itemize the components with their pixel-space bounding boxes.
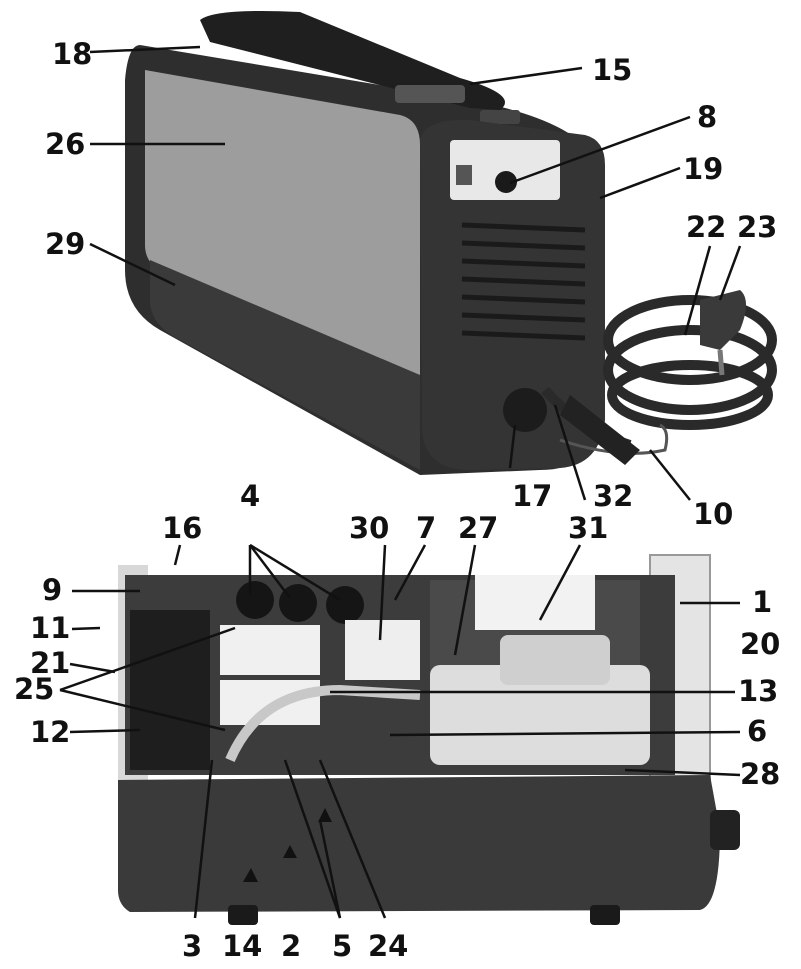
compressor	[430, 665, 650, 765]
capacitor	[279, 584, 317, 622]
base-tray	[118, 775, 720, 912]
indicator-lamp	[456, 165, 472, 185]
callout-24: 24	[368, 929, 409, 963]
callout-21: 21	[30, 646, 71, 680]
torch-connector	[503, 388, 547, 432]
open-chassis	[118, 554, 740, 925]
cooling-fan	[130, 610, 210, 770]
leader-arrows	[243, 808, 332, 882]
callout-20: 20	[740, 627, 781, 661]
callout-27: 27	[458, 511, 499, 545]
callout-14: 14	[222, 929, 263, 963]
air-hose	[225, 684, 421, 763]
callout-15: 15	[592, 53, 633, 87]
callout-2: 2	[281, 929, 302, 963]
compressor-fins	[500, 635, 610, 685]
base-band	[150, 260, 420, 470]
callout-18: 18	[52, 37, 93, 71]
handle-clip	[480, 110, 520, 124]
callout-22: 22	[686, 210, 727, 244]
callout-10: 10	[693, 497, 734, 531]
callout-28: 28	[740, 757, 781, 791]
pcb-component	[475, 575, 595, 630]
callout-1: 1	[752, 585, 773, 619]
callout-11: 11	[30, 611, 71, 645]
foot	[590, 905, 620, 925]
control-plate	[450, 140, 560, 200]
capacitor	[326, 586, 364, 624]
callout-8: 8	[697, 100, 718, 134]
callout-17: 17	[512, 479, 553, 513]
callout-5: 5	[332, 929, 353, 963]
torch-head	[700, 290, 746, 350]
ground-cable	[559, 423, 669, 455]
front-face	[420, 119, 605, 471]
callout-32: 32	[593, 479, 634, 513]
callout-13: 13	[738, 674, 779, 708]
callout-30: 30	[349, 511, 390, 545]
callout-6: 6	[747, 714, 768, 748]
front-vents	[461, 222, 586, 341]
rear-grommet	[710, 810, 740, 850]
callout-7: 7	[416, 511, 437, 545]
callout-4: 4	[240, 479, 261, 513]
side-panel	[145, 70, 420, 380]
foot	[228, 905, 258, 925]
leader-lines	[59, 45, 742, 919]
handle-latch	[395, 85, 465, 103]
callout-3: 3	[182, 929, 203, 963]
callout-12: 12	[30, 715, 71, 749]
callout-19: 19	[683, 152, 724, 186]
callout-29: 29	[45, 227, 86, 261]
callout-31: 31	[568, 511, 609, 545]
control-knob[interactable]	[495, 171, 517, 193]
callout-23: 23	[737, 210, 778, 244]
heatsink-block	[220, 680, 320, 725]
capacitor	[236, 581, 274, 619]
heatsink-block	[220, 625, 320, 675]
transformer	[345, 620, 420, 680]
callout-9: 9	[42, 573, 63, 607]
callout-25: 25	[14, 672, 55, 706]
assembled-unit	[125, 11, 777, 475]
callout-16: 16	[162, 511, 203, 545]
callout-26: 26	[45, 127, 86, 161]
cable-clamp	[560, 395, 640, 465]
torch-tip	[717, 349, 725, 376]
